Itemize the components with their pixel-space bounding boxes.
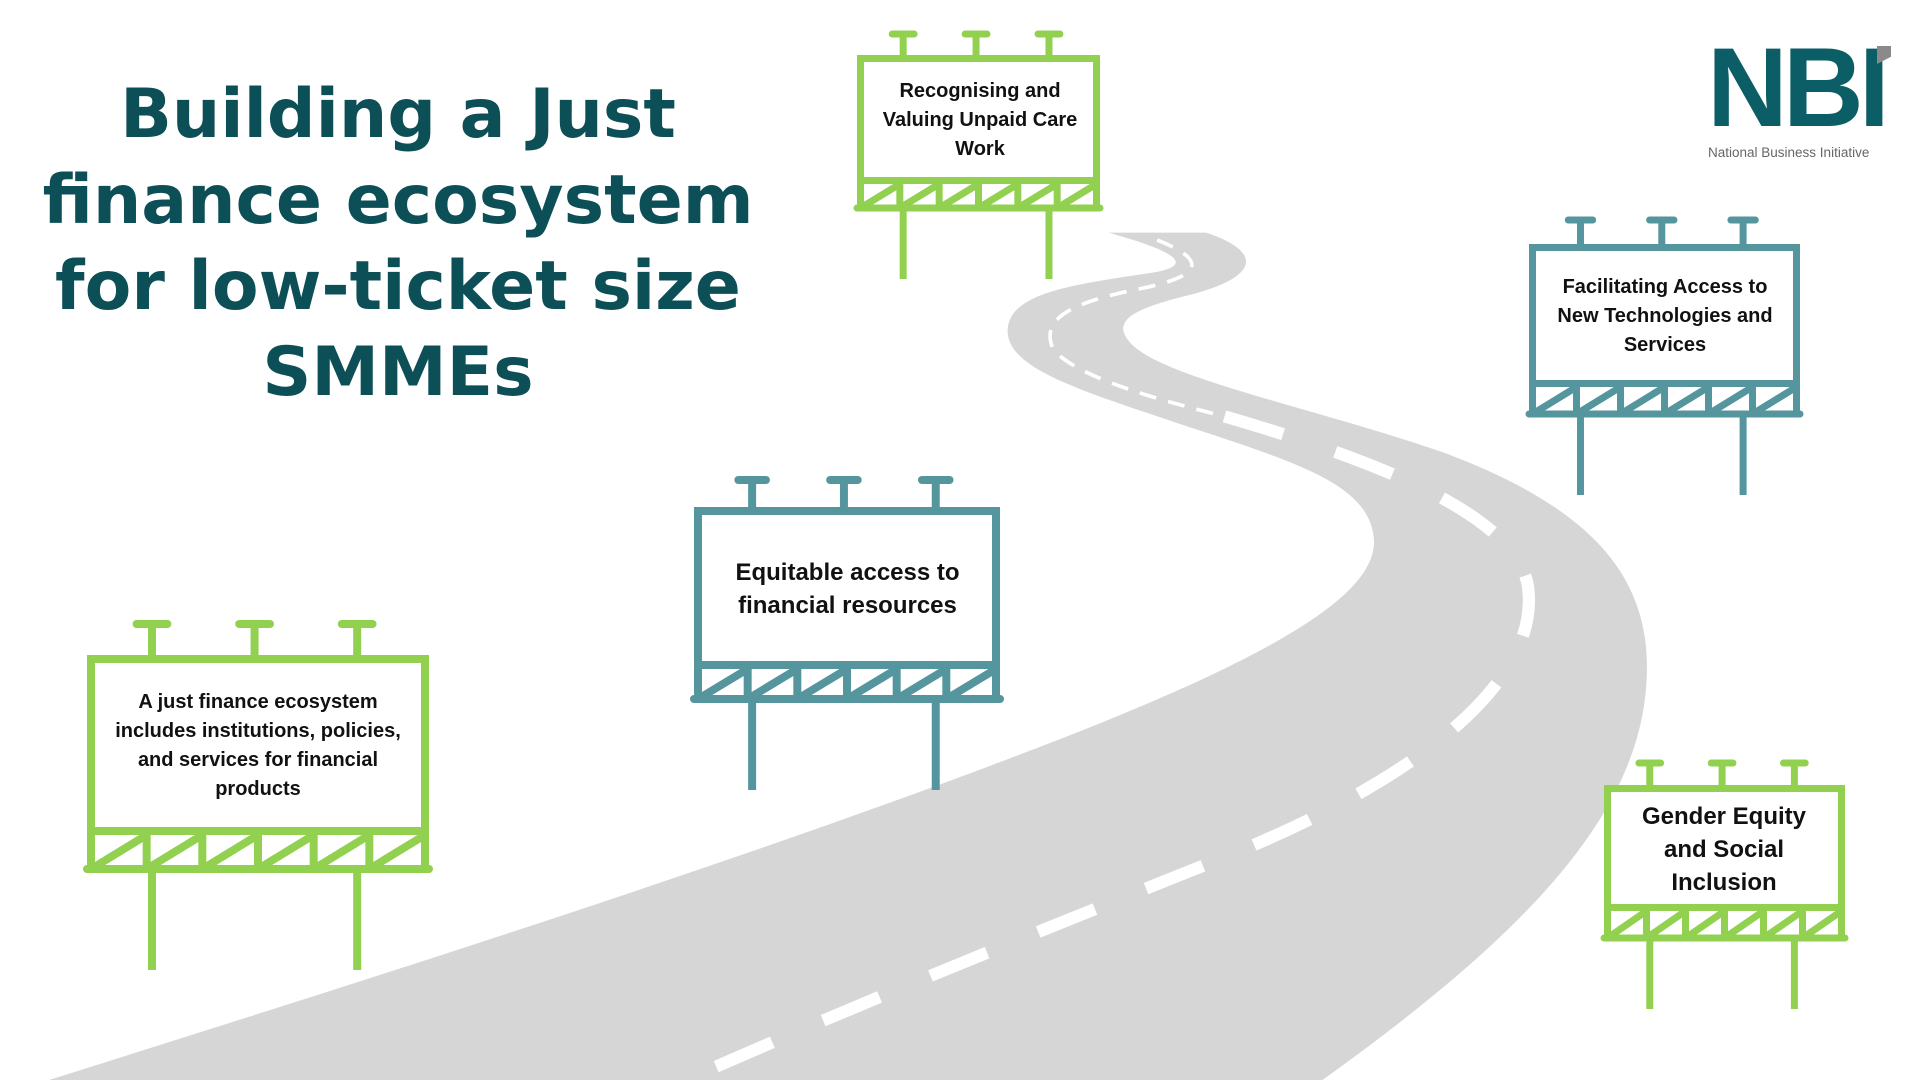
billboard-truss-brace (255, 831, 316, 873)
billboard-gender-equity (1600, 759, 1849, 1009)
title-line-4: SMMEs (262, 333, 534, 412)
billboard-truss-brace (1574, 384, 1623, 417)
billboard-truss-brace (976, 181, 1020, 211)
billboard-frame (694, 507, 1000, 669)
billboard-truss-brace (1016, 181, 1059, 211)
billboard-text-just-finance: A just finance ecosystem includes instit… (115, 691, 401, 800)
billboard-truss-brace (1761, 908, 1805, 941)
title-line-3: for low-ticket size (55, 247, 741, 326)
billboard-truss-brace (1662, 384, 1711, 417)
billboard-truss-brace (367, 831, 428, 873)
billboard-truss-brace (695, 665, 750, 703)
page-title: Building a Just finance ecosystem for lo… (40, 72, 756, 416)
billboard-truss-brace (1618, 384, 1667, 417)
title-line-2: finance ecosystem (42, 161, 754, 240)
billboard-truss-brace (1530, 384, 1579, 417)
road-surface (48, 232, 1647, 1080)
billboard-truss-brace (200, 831, 261, 873)
billboard-truss-brace (1605, 908, 1649, 941)
road-centerline-far (1048, 238, 1225, 419)
billboard-text-gender-equity: Gender Equity and Social Inclusion (1641, 802, 1807, 896)
billboard-text-new-tech: Facilitating Access to New Technologies … (1557, 275, 1773, 356)
billboard-truss-brace (1800, 908, 1844, 941)
billboard-frame (857, 55, 1100, 184)
billboard-truss-brace (311, 831, 372, 873)
billboard-truss-brace (1722, 908, 1766, 941)
billboard-truss-brace (858, 181, 902, 211)
billboard-truss-brace (1644, 908, 1688, 941)
billboard-truss-brace (88, 831, 149, 873)
logo-name: National Business Initiative (1708, 145, 1870, 160)
billboard-frame (1529, 244, 1800, 387)
billboard-truss-brace (795, 665, 850, 703)
billboard-truss-brace (745, 665, 800, 703)
billboard-truss-brace (944, 665, 999, 703)
billboard-frame (87, 655, 429, 835)
billboard-truss-brace (937, 181, 981, 211)
billboard-text-equitable-access: Equitable access to financial resources (735, 559, 960, 619)
billboard-truss-brace (898, 181, 941, 211)
logo-mark: NBI (1707, 38, 1885, 138)
billboard-truss-brace (1055, 181, 1099, 211)
billboard-truss-brace (1683, 908, 1727, 941)
billboard-truss-brace (894, 665, 949, 703)
road-centerline-near (683, 410, 1536, 1080)
billboard-frame (1604, 785, 1845, 911)
billboard-just-finance (83, 620, 433, 970)
nbi-logo: NBI National Business Initiative (1705, 38, 1900, 166)
billboard-truss-brace (844, 665, 899, 703)
billboard-new-tech (1525, 216, 1804, 495)
billboard-unpaid-care (853, 30, 1104, 279)
billboard-text-unpaid-care: Recognising and Valuing Unpaid Care Work (882, 79, 1078, 160)
billboard-truss-brace (144, 831, 205, 873)
billboard-truss-brace (1706, 384, 1755, 417)
billboard-equitable-access (690, 476, 1004, 790)
billboard-truss-brace (1750, 384, 1799, 417)
title-line-1: Building a Just (120, 75, 676, 154)
